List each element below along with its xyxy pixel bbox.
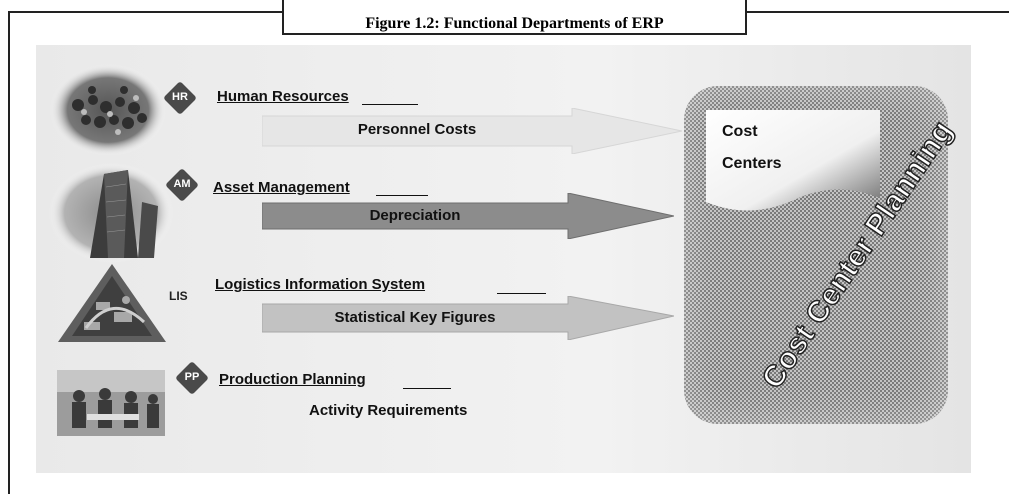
- frame-left-edge: [8, 11, 10, 494]
- am-underline: [376, 195, 428, 196]
- dept-production-planning: Production Planning: [219, 371, 366, 388]
- figure-caption: Figure 1.2: Functional Departments of ER…: [282, 0, 747, 35]
- cost-note-line2: Centers: [722, 155, 782, 172]
- workers-photo-icon: [57, 370, 165, 436]
- frame-top-left-edge: [8, 11, 282, 13]
- pp-underline: [403, 388, 451, 389]
- statistical-key-figures-arrow: [262, 296, 674, 340]
- crowd-photo-icon: [50, 64, 166, 156]
- frame-top-right-edge: [745, 11, 1009, 13]
- dept-asset-management: Asset Management: [213, 179, 350, 196]
- personnel-costs-arrow: [262, 108, 682, 154]
- building-photo-icon: [49, 163, 173, 263]
- lis-underline: [497, 293, 546, 294]
- logistics-photo-icon: [58, 264, 166, 342]
- hr-underline: [362, 104, 418, 105]
- depreciation-arrow: [262, 193, 674, 239]
- cost-note-line1: Cost: [722, 123, 758, 140]
- lis-code-label: LIS: [169, 289, 188, 303]
- cost-centers-note: [706, 110, 880, 211]
- dept-logistics-information-system: Logistics Information System: [215, 276, 426, 293]
- dept-human-resources: Human Resources: [217, 88, 349, 105]
- pp-badge-label: PP: [184, 371, 200, 383]
- flow-depreciation: Depreciation: [369, 207, 461, 224]
- am-badge-label: AM: [173, 178, 191, 190]
- flow-activity-requirements: Activity Requirements: [309, 402, 468, 419]
- flow-statistical-key-figures: Statistical Key Figures: [334, 309, 496, 326]
- flow-personnel-costs: Personnel Costs: [357, 121, 477, 138]
- hr-badge-label: HR: [172, 91, 188, 103]
